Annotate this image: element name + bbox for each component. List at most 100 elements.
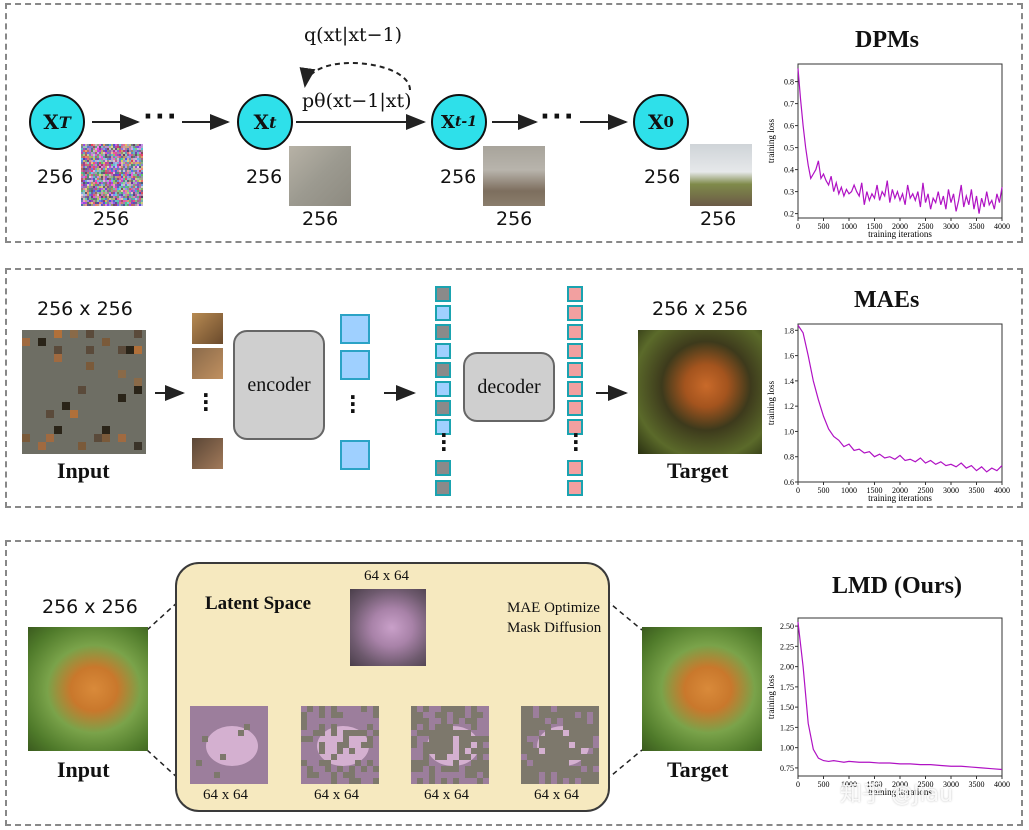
noise-pixel [83,192,85,194]
mask-patch [465,772,471,778]
noise-pixel [103,198,105,200]
mask-patch [465,730,471,736]
mask-patch [453,760,459,766]
noise-pixel [133,196,135,198]
noise-pixel [131,180,133,182]
mask-patch [453,706,459,712]
mask-patch [539,718,545,724]
noise-pixel [137,148,139,150]
noise-pixel [131,168,133,170]
loss-series-line [797,324,1003,473]
noise-pixel [123,154,125,156]
mask-patch [435,730,441,736]
mask-patch [545,706,551,712]
mask-patch [331,772,337,778]
vertical-ellipsis: ··· [572,423,582,461]
noise-pixel [123,146,125,148]
y-tick-label: 0.75 [780,764,794,773]
noise-pixel [85,190,87,192]
visible-patch [86,362,94,370]
dashed-connector [605,599,643,631]
noise-pixel [127,178,129,180]
x-tick-label: 2500 [918,222,934,231]
noise-pixel [95,164,97,166]
noise-pixel [113,180,115,182]
noise-pixel [133,192,135,194]
noise-pixel [103,160,105,162]
mask-patch [325,760,331,766]
noise-pixel [109,150,111,152]
noise-pixel [123,160,125,162]
mask-patch [313,772,319,778]
noise-pixel [125,182,127,184]
noise-pixel [99,156,101,158]
noise-pixel [83,178,85,180]
mask-patch [527,706,533,712]
mask-patch [545,736,551,742]
noise-pixel [91,168,93,170]
mask-patch [441,778,447,784]
noise-pixel [139,198,141,200]
noisy-image-xt [289,146,351,206]
noise-pixel [135,160,137,162]
mask-patch [477,712,483,718]
x-tick-label: 1000 [841,780,857,789]
noise-pixel [137,162,139,164]
noise-pixel [119,188,121,190]
noise-pixel [85,146,87,148]
mask-patch [533,778,539,784]
noise-pixel [113,144,115,146]
plot-frame [797,617,1003,777]
x-tick-label: 1000 [841,222,857,231]
noise-pixel [85,176,87,178]
noise-pixel [81,158,83,160]
noise-pixel [81,150,83,152]
noise-pixel [81,198,83,200]
noise-pixel [111,144,113,146]
mae-title: MAEs [854,287,920,313]
noise-pixel [105,172,107,174]
noise-pixel [105,204,107,206]
noise-pixel [85,196,87,198]
noise-pixel [89,156,91,158]
mask-patch [551,730,557,736]
noise-pixel [125,190,127,192]
mask-patch [593,724,599,730]
noise-pixel [113,186,115,188]
mask-patch [557,754,563,760]
mask-patch [545,778,551,784]
noise-pixel [111,158,113,160]
mask-patch [575,766,581,772]
noise-pixel [93,204,95,206]
noise-pixel [101,160,103,162]
noise-pixel [103,194,105,196]
noise-pixel [85,152,87,154]
noise-pixel [99,178,101,180]
x-tick-label: 500 [818,222,830,231]
mask-patch [527,778,533,784]
noise-pixel [91,200,93,202]
train-image-x0 [690,144,752,206]
noise-pixel [85,144,87,146]
noise-pixel [119,182,121,184]
noise-pixel [121,164,123,166]
mask-patch [581,718,587,724]
noise-pixel [95,148,97,150]
noise-pixel [87,152,89,154]
noise-pixel [117,160,119,162]
mask-patch [423,718,429,724]
noise-pixel [139,174,141,176]
noise-pixel [83,164,85,166]
mask-patch [593,718,599,724]
mask-patch [563,772,569,778]
mask-patch [471,748,477,754]
mask-patch [533,754,539,760]
noise-pixel [135,196,137,198]
noise-pixel [85,180,87,182]
visible-patch [78,442,86,450]
noise-pixel [119,202,121,204]
noise-pixel [125,202,127,204]
mask-patch [441,706,447,712]
noise-pixel [97,156,99,158]
noise-pixel [141,182,143,184]
